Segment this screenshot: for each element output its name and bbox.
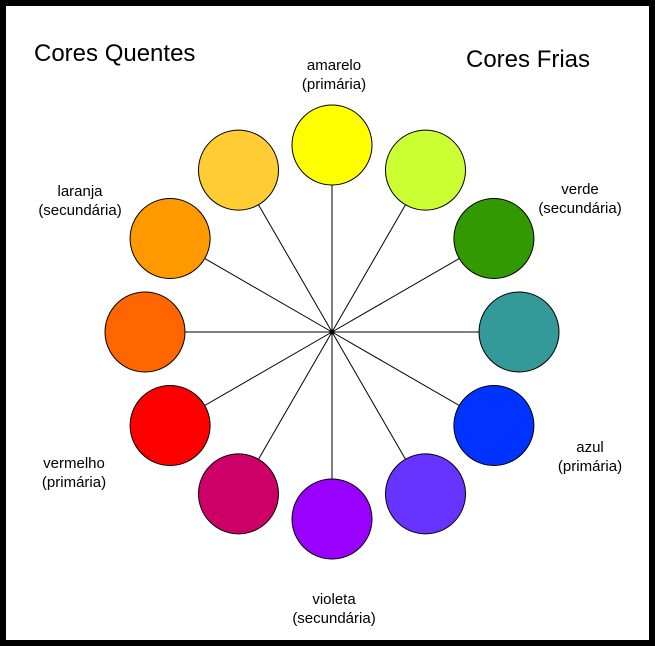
color-circles <box>104 104 560 560</box>
color-circle-vermelho-violeta <box>198 453 279 535</box>
label-azul-type: (primária) <box>557 458 623 475</box>
color-circle-azul-verde <box>478 291 560 373</box>
label-azul: azul (primária) <box>550 438 630 476</box>
label-violeta-type: (secundária) <box>292 610 376 627</box>
label-violeta-name: violeta <box>312 591 356 608</box>
color-circle-azul <box>453 385 535 466</box>
label-verde-name: verde <box>561 181 599 198</box>
label-laranja: laranja (secundária) <box>30 182 130 220</box>
warm-colors-heading: Cores Quentes <box>34 40 196 67</box>
color-circle-laranja <box>129 198 211 279</box>
color-circle-amarelo-verde <box>385 129 466 211</box>
label-amarelo: amarelo (primária) <box>294 56 374 94</box>
label-vermelho: vermelho (primária) <box>34 454 114 492</box>
label-amarelo-type: (primária) <box>301 76 367 93</box>
color-circle-vermelho-laranja <box>104 291 186 373</box>
label-violeta: violeta (secundária) <box>284 590 384 628</box>
label-laranja-name: laranja <box>57 183 103 200</box>
label-vermelho-type: (primária) <box>41 474 107 491</box>
wheel-center <box>329 329 335 335</box>
label-verde-type: (secundária) <box>538 200 622 217</box>
label-amarelo-name: amarelo <box>306 57 362 74</box>
label-azul-name: azul <box>576 439 604 456</box>
color-circle-violeta <box>291 478 373 560</box>
label-verde: verde (secundária) <box>530 180 630 218</box>
color-circle-vermelho <box>129 385 211 466</box>
cool-colors-heading: Cores Frias <box>466 46 591 73</box>
label-laranja-type: (secundária) <box>38 202 122 219</box>
label-vermelho-name: vermelho <box>43 455 105 472</box>
color-circle-azul-violeta <box>385 453 466 535</box>
color-circle-amarelo <box>291 104 373 186</box>
color-circle-amarelo-laranja <box>198 129 279 211</box>
color-circle-verde <box>453 198 535 279</box>
